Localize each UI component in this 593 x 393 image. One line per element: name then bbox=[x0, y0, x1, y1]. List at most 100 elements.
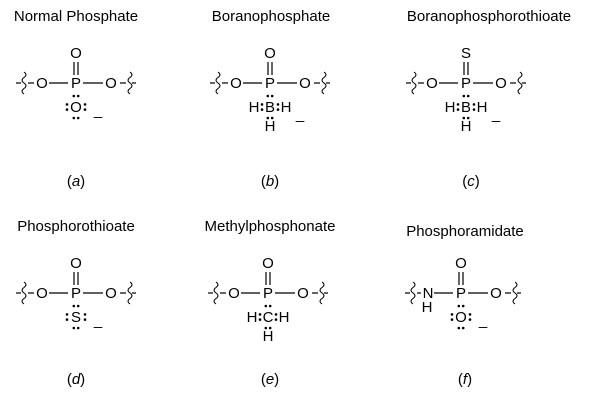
bond-pair-bottom bbox=[266, 116, 274, 120]
panel-title: Boranophosphate bbox=[212, 8, 330, 25]
bond-pair-bottom bbox=[462, 116, 470, 120]
panel-label: (e) bbox=[261, 371, 279, 388]
hydrogen-right: H bbox=[281, 99, 292, 116]
hydrogen-bottom: H bbox=[265, 118, 276, 135]
panel-title: Boranophosphorothioate bbox=[407, 8, 571, 25]
bond-pair-right bbox=[274, 313, 278, 321]
n-hydrogen: H bbox=[422, 299, 433, 316]
hydrogen-left: H bbox=[445, 99, 456, 116]
top-atom: S bbox=[461, 45, 471, 62]
negative-charge: _ bbox=[93, 102, 103, 119]
lone-pair-left bbox=[65, 103, 69, 111]
panel-label: (a) bbox=[67, 173, 85, 190]
left-atom: O bbox=[230, 75, 242, 92]
panel-title: Phosphorothioate bbox=[17, 218, 135, 235]
center-atom-p: P bbox=[265, 75, 275, 92]
wavy-bond-left bbox=[21, 71, 27, 95]
center-atom-p: P bbox=[71, 285, 81, 302]
panel-label: (f) bbox=[458, 371, 472, 388]
bond-pair-left bbox=[260, 103, 264, 111]
right-atom: O bbox=[299, 75, 311, 92]
lone-pair-right bbox=[83, 313, 87, 321]
wavy-bond-left bbox=[410, 281, 416, 305]
top-atom: O bbox=[70, 255, 82, 272]
lone-pair-top bbox=[72, 304, 80, 308]
lone-pair-bottom bbox=[457, 326, 465, 330]
right-atom: O bbox=[105, 285, 117, 302]
panel-label-letter: d bbox=[72, 371, 81, 388]
bottom-atom: O bbox=[455, 309, 467, 326]
panel-label-letter: a bbox=[72, 173, 80, 190]
bottom-atom: O bbox=[70, 99, 82, 116]
left-atom: O bbox=[426, 75, 438, 92]
panel-label: (d) bbox=[67, 371, 85, 388]
panel-title: Methylphosphonate bbox=[205, 218, 336, 235]
panel-label: (c) bbox=[462, 173, 480, 190]
panel-label-letter: c bbox=[467, 173, 475, 190]
wavy-bond-right bbox=[512, 281, 518, 305]
lone-pair-right bbox=[83, 103, 87, 111]
panel-label-letter: b bbox=[266, 173, 274, 190]
lone-pair-bottom bbox=[72, 326, 80, 330]
panel-label: (b) bbox=[261, 173, 279, 190]
lone-pair-left bbox=[450, 313, 454, 321]
wavy-bond-left bbox=[213, 281, 219, 305]
hydrogen-left: H bbox=[247, 309, 258, 326]
hydrogen-right: H bbox=[279, 309, 290, 326]
wavy-bond-right bbox=[127, 71, 133, 95]
panel-title: Normal Phosphate bbox=[14, 8, 138, 25]
wavy-bond-left bbox=[411, 71, 417, 95]
hydrogen-bottom: H bbox=[461, 118, 472, 135]
bond-pair-p bbox=[462, 94, 470, 98]
wavy-bond-left bbox=[21, 281, 27, 305]
center-atom-p: P bbox=[456, 285, 466, 302]
bottom-atom: B bbox=[461, 99, 471, 116]
top-atom: O bbox=[70, 45, 82, 62]
right-atom: O bbox=[297, 285, 309, 302]
wavy-bond-left bbox=[215, 71, 221, 95]
bond-pair-left bbox=[456, 103, 460, 111]
left-atom: O bbox=[36, 285, 48, 302]
left-atom-n: N bbox=[423, 285, 434, 302]
panel-label-letter: f bbox=[463, 371, 469, 388]
negative-charge: _ bbox=[295, 106, 305, 123]
right-atom: O bbox=[105, 75, 117, 92]
negative-charge: _ bbox=[491, 106, 501, 123]
wavy-bond-right bbox=[319, 281, 325, 305]
panel-label-letter: e bbox=[266, 371, 274, 388]
right-atom: O bbox=[495, 75, 507, 92]
wavy-bond-right bbox=[517, 71, 523, 95]
bottom-atom: S bbox=[71, 309, 81, 326]
wavy-bond-right bbox=[321, 71, 327, 95]
top-atom: O bbox=[455, 255, 467, 272]
lone-pair-top bbox=[72, 94, 80, 98]
bottom-atom: B bbox=[265, 99, 275, 116]
left-atom: O bbox=[228, 285, 240, 302]
negative-charge: _ bbox=[93, 312, 103, 329]
wavy-bond-right bbox=[127, 281, 133, 305]
bond-pair-right bbox=[472, 103, 476, 111]
hydrogen-bottom: H bbox=[263, 328, 274, 345]
center-atom-p: P bbox=[71, 75, 81, 92]
bottom-atom: C bbox=[263, 309, 274, 326]
hydrogen-left: H bbox=[249, 99, 260, 116]
bond-pair-p bbox=[264, 304, 272, 308]
hydrogen-right: H bbox=[477, 99, 488, 116]
bond-pair-right bbox=[276, 103, 280, 111]
left-atom: O bbox=[36, 75, 48, 92]
lone-pair-top bbox=[457, 304, 465, 308]
bond-pair-left bbox=[258, 313, 262, 321]
center-atom-p: P bbox=[263, 285, 273, 302]
negative-charge: _ bbox=[478, 312, 488, 329]
top-atom: O bbox=[264, 45, 276, 62]
top-atom: O bbox=[262, 255, 274, 272]
panel-title: Phosphoramidate bbox=[406, 223, 524, 240]
center-atom-p: P bbox=[461, 75, 471, 92]
